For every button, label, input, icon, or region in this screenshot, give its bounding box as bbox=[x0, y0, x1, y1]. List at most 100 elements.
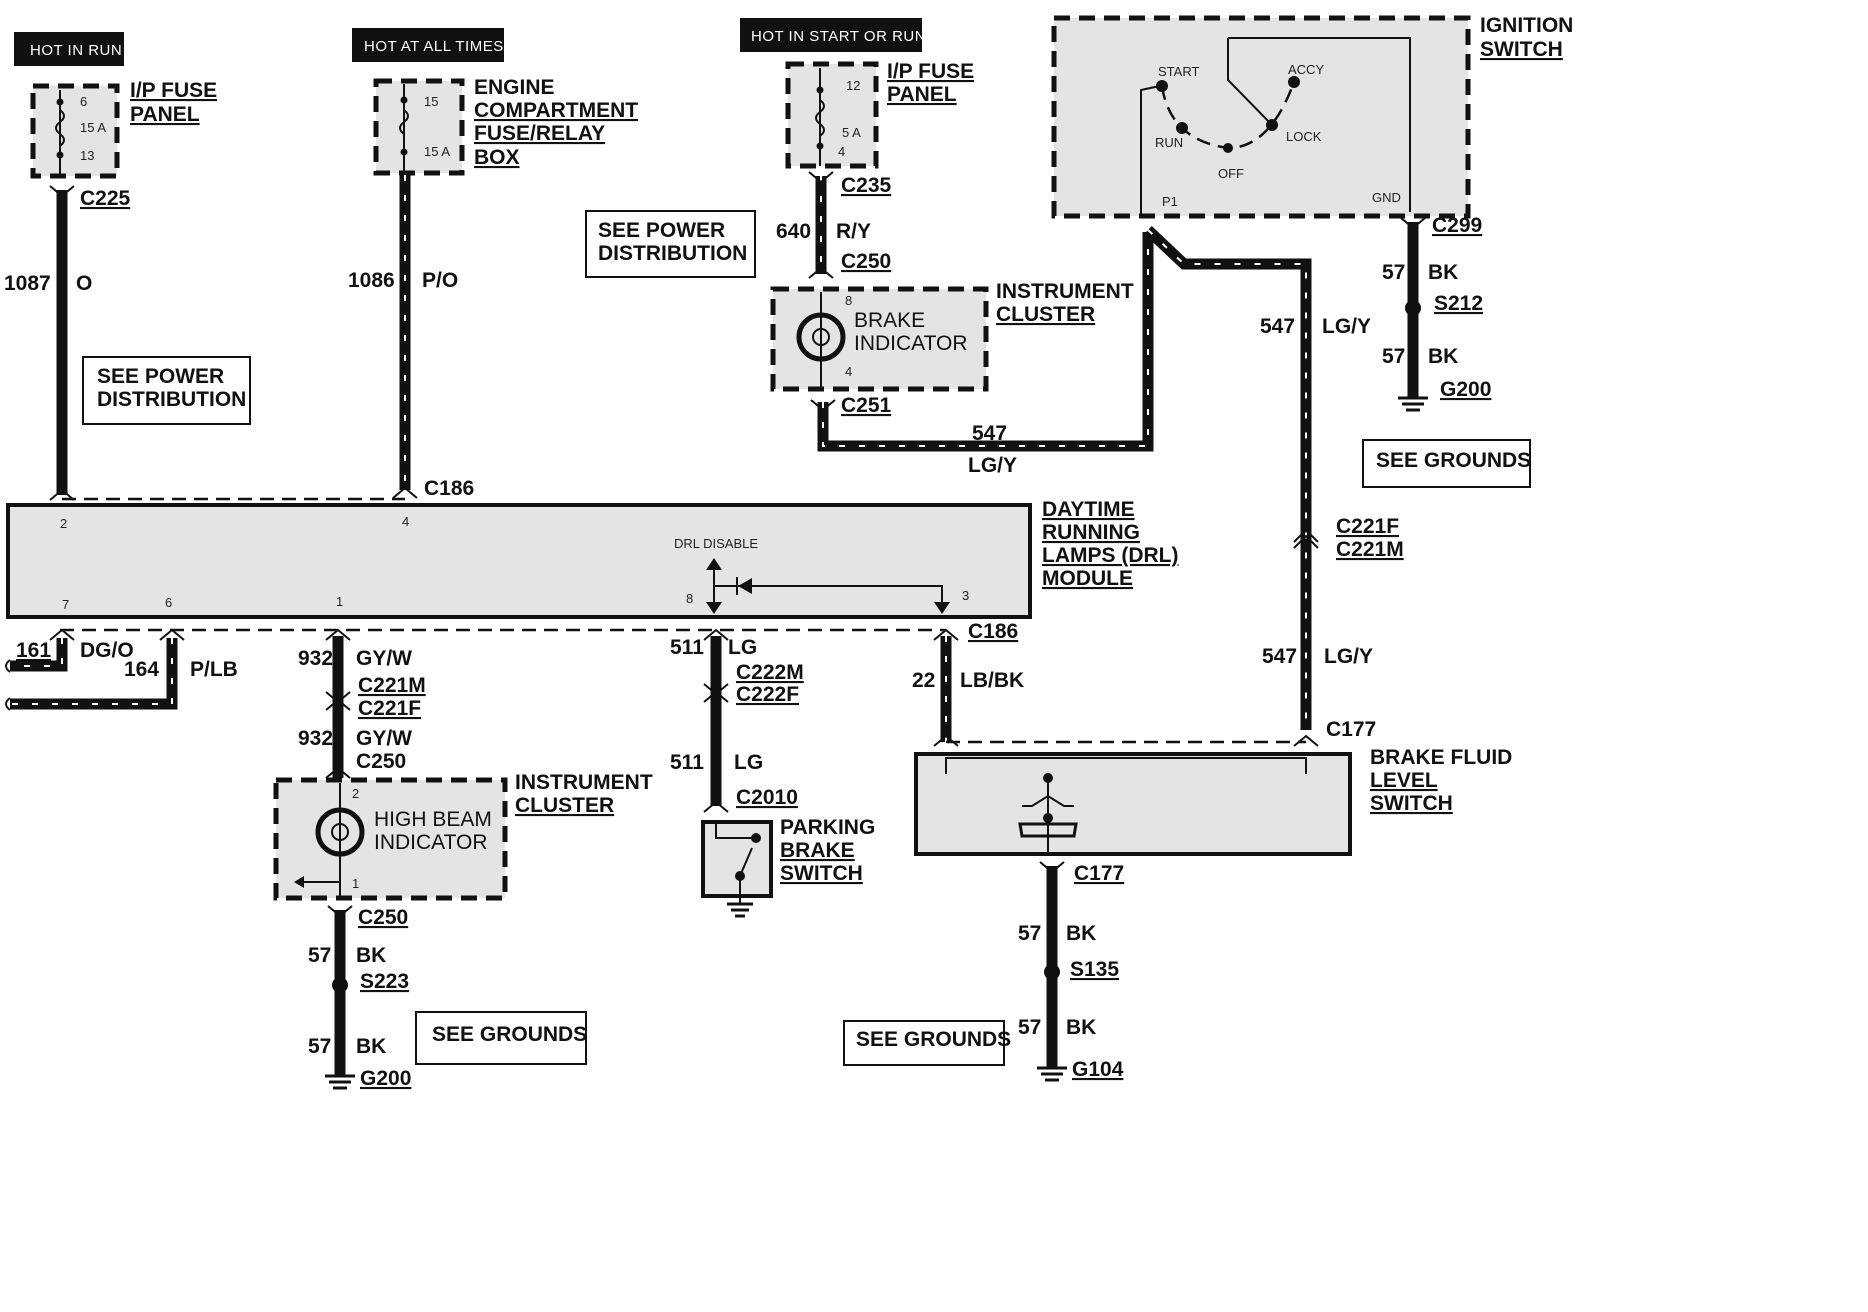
drl-name-line3: LAMPS (DRL) bbox=[1042, 544, 1178, 567]
drl-pin-6: 6 bbox=[165, 595, 172, 610]
left-color-plb: P/LB bbox=[190, 658, 238, 681]
ignition-switch: START ACCY RUN LOCK OFF P1 GND bbox=[1051, 15, 1471, 219]
parking-brake-switch bbox=[701, 820, 773, 918]
drl-pin-8: 8 bbox=[686, 591, 693, 606]
pb-circuit: 511 bbox=[670, 636, 704, 659]
ground-g200-top-icon bbox=[1398, 396, 1428, 412]
pb-color: LG bbox=[728, 636, 757, 659]
see-grounds-3-text: SEE GROUNDS bbox=[856, 1028, 1011, 1051]
see-grounds-1-text: SEE GROUNDS bbox=[1376, 449, 1531, 472]
bf-connector-top: C177 bbox=[1326, 718, 1376, 741]
ign-feed-circuit: 547 bbox=[1260, 315, 1295, 338]
hb-pin-bottom: 1 bbox=[352, 876, 359, 891]
brake-fluid-level-switch bbox=[914, 752, 1352, 856]
pb-connector-m: C222M bbox=[736, 661, 804, 684]
inline-connector-f: C221F bbox=[1336, 515, 1399, 538]
fuse1-name-line2: PANEL bbox=[130, 103, 200, 126]
bf-ground: G104 bbox=[1072, 1058, 1124, 1081]
ip-fuse-panel-3: 12 5 A 4 bbox=[785, 61, 879, 169]
bf-splice: S135 bbox=[1070, 958, 1119, 981]
bf-name-line1: BRAKE FLUID bbox=[1370, 746, 1512, 769]
splice-s212 bbox=[1405, 300, 1421, 316]
hot-at-all-times-tag bbox=[352, 28, 504, 62]
see-power-1-line1: SEE POWER bbox=[97, 365, 224, 388]
pb-name-line2: BRAKE bbox=[780, 839, 855, 862]
drl-name-line2: RUNNING bbox=[1042, 521, 1140, 544]
hot-in-run-tag bbox=[14, 32, 124, 66]
hb-color-2: GY/W bbox=[356, 727, 412, 750]
fuse2-color: P/O bbox=[422, 269, 458, 292]
left-color-dgo: DG/O bbox=[80, 639, 134, 662]
fuse2-connector: C186 bbox=[424, 477, 474, 500]
see-grounds-box-2 bbox=[415, 1011, 587, 1065]
ign-gnd-color-2: BK bbox=[1428, 345, 1458, 368]
hot-in-start-or-run-tag bbox=[740, 18, 922, 52]
see-power-2-line1: SEE POWER bbox=[598, 219, 725, 242]
left-circuit-164: 164 bbox=[124, 658, 159, 681]
bf-gnd-circuit: 57 bbox=[1018, 922, 1041, 945]
ign-pos-lock: LOCK bbox=[1286, 129, 1322, 144]
fuse3-circuit: 640 bbox=[776, 220, 811, 243]
hot-at-all-times-text: HOT AT ALL TIMES bbox=[364, 38, 504, 55]
fuse3-rating: 5 A bbox=[842, 125, 861, 140]
engine-fuse-relay-box: 15 15 A bbox=[373, 78, 465, 176]
fuse1-circuit: 1087 bbox=[4, 272, 51, 295]
ign-pos-run: RUN bbox=[1155, 135, 1183, 150]
fuse1-rating: 15 A bbox=[80, 120, 106, 135]
fuse3-number: 12 bbox=[846, 78, 860, 93]
fuse1-connector: C225 bbox=[80, 187, 131, 210]
cluster-top-circuit: 547 bbox=[972, 422, 1007, 445]
ip-fuse-panel-1: 6 15 A 13 bbox=[30, 83, 120, 179]
drl-pin-2: 2 bbox=[60, 516, 67, 531]
splice-s135 bbox=[1044, 964, 1060, 980]
hb-gnd-circuit: 57 bbox=[308, 944, 331, 967]
fuse2-name-line1: ENGINE bbox=[474, 76, 555, 99]
hb-gnd-circuit-2: 57 bbox=[308, 1035, 331, 1058]
hb-cluster-name-line1: INSTRUMENT bbox=[515, 771, 653, 794]
cluster-top-color: LG/Y bbox=[968, 454, 1017, 477]
see-power-distribution-box-1 bbox=[82, 356, 251, 425]
ign-pin-gnd: GND bbox=[1372, 190, 1401, 205]
ground-g104-icon bbox=[1037, 1066, 1067, 1082]
pb-color-2: LG bbox=[734, 751, 763, 774]
ign-pos-off: OFF bbox=[1218, 166, 1244, 181]
bf-name-line2: LEVEL bbox=[1370, 769, 1438, 792]
ign-gnd-circuit: 57 bbox=[1382, 261, 1405, 284]
hb-splice: S223 bbox=[360, 970, 409, 993]
fuse1-name-line1: I/P FUSE bbox=[130, 79, 217, 102]
bf-lb-circuit: 22 bbox=[912, 669, 935, 692]
hot-in-start-or-run-text: HOT IN START OR RUN bbox=[751, 28, 926, 45]
brake-pin-bottom: 4 bbox=[845, 364, 852, 379]
instrument-cluster-brake: 8 4 BRAKE INDICATOR bbox=[770, 286, 989, 392]
ign-splice: S212 bbox=[1434, 292, 1483, 315]
see-grounds-2-text: SEE GROUNDS bbox=[432, 1023, 587, 1046]
fuse3-pin: 4 bbox=[838, 144, 845, 159]
hb-pin-top: 2 bbox=[352, 786, 359, 801]
fuse1-color: O bbox=[76, 272, 92, 295]
hb-circuit: 932 bbox=[298, 647, 333, 670]
hb-connector-f: C221F bbox=[358, 697, 421, 720]
fuse2-name-line4: BOX bbox=[474, 146, 520, 169]
drl-connector-bottom: C186 bbox=[968, 620, 1018, 643]
fuse2-name-line3: FUSE/RELAY bbox=[474, 122, 605, 145]
hb-color: GY/W bbox=[356, 647, 412, 670]
hb-gnd-color: BK bbox=[356, 944, 386, 967]
hb-indicator-line2: INDICATOR bbox=[374, 831, 488, 854]
cluster-top-connector: C251 bbox=[841, 394, 892, 417]
bf-name-line3: SWITCH bbox=[1370, 792, 1453, 815]
ignition-name-line1: IGNITION bbox=[1480, 14, 1573, 37]
see-grounds-box-3 bbox=[843, 1020, 1005, 1066]
bf-connector-bottom: C177 bbox=[1074, 862, 1124, 885]
hb-cluster-name-line2: CLUSTER bbox=[515, 794, 614, 817]
pb-circuit-2: 511 bbox=[670, 751, 704, 774]
fuse2-circuit: 1086 bbox=[348, 269, 395, 292]
fuse3-name-line2: PANEL bbox=[887, 83, 957, 106]
drl-pin-4: 4 bbox=[402, 514, 409, 529]
inline-connector-m: C221M bbox=[1336, 538, 1404, 561]
brake-indicator-line1: BRAKE bbox=[854, 309, 925, 332]
hb-ground: G200 bbox=[360, 1067, 411, 1090]
hb-connector: C250 bbox=[356, 750, 406, 773]
fuse1-pin: 13 bbox=[80, 148, 94, 163]
ign-pos-accy: ACCY bbox=[1288, 62, 1324, 77]
pb-connector: C2010 bbox=[736, 786, 798, 809]
